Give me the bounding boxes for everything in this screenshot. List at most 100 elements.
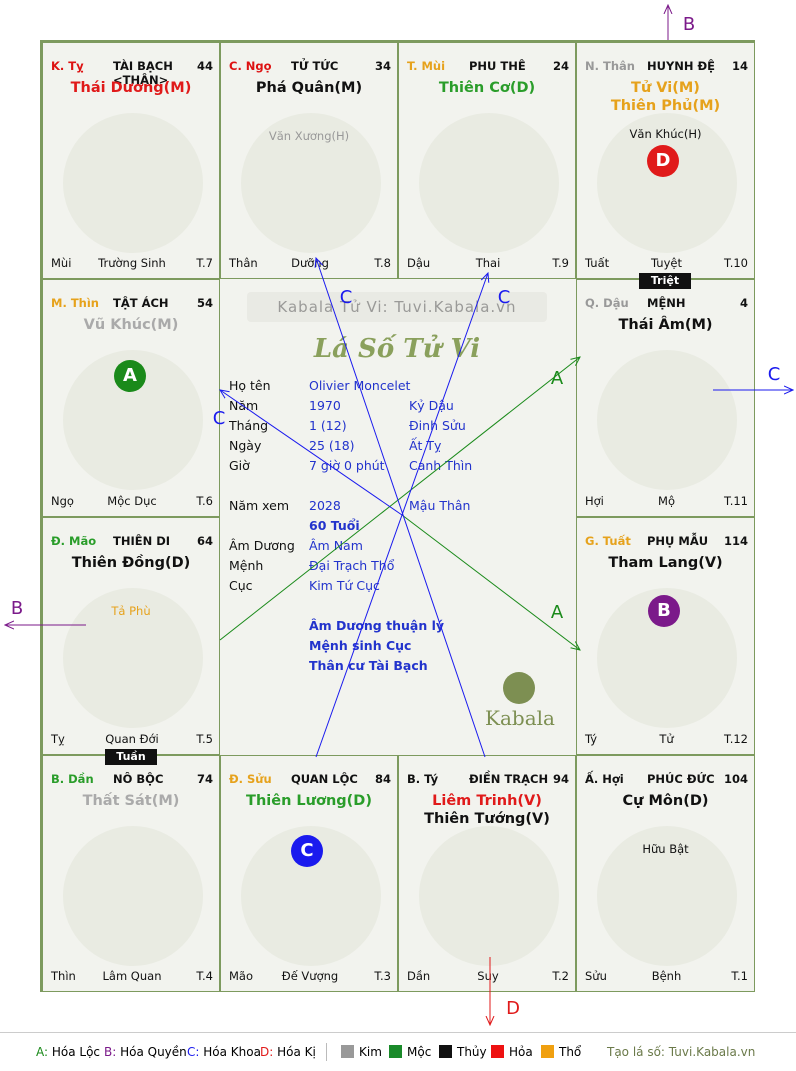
legend-label: Mộc bbox=[407, 1045, 432, 1059]
major-stars: Thiên Cơ(D) bbox=[399, 79, 575, 97]
palace-footer-f1: Hợi bbox=[585, 494, 604, 508]
zodiac-animal-icon bbox=[597, 350, 737, 490]
info-label: Âm Dương bbox=[229, 538, 295, 553]
palace-footer-f3: T.1 bbox=[731, 969, 748, 983]
legend-label: Thủy bbox=[457, 1045, 487, 1059]
color-swatch bbox=[541, 1045, 554, 1058]
major-stars: Phá Quân(M) bbox=[221, 79, 397, 97]
legend-label: Hỏa bbox=[509, 1045, 533, 1059]
palace-footer-f3: T.11 bbox=[724, 494, 748, 508]
info-label: Họ tên bbox=[229, 378, 271, 393]
zodiac-animal-icon bbox=[597, 826, 737, 966]
palace-footer-f3: T.8 bbox=[374, 256, 391, 270]
palace-footer-f1: Mão bbox=[229, 969, 254, 983]
major-stars: Vũ Khúc(M) bbox=[43, 316, 219, 334]
color-swatch bbox=[491, 1045, 504, 1058]
major-stars: Liêm Trinh(V)Thiên Tướng(V) bbox=[399, 792, 575, 828]
legend-element: Mộc bbox=[389, 1045, 431, 1059]
palace-footer-f1: Thìn bbox=[51, 969, 76, 983]
info-value: 1 (12) bbox=[309, 418, 347, 433]
info-label: Năm xem bbox=[229, 498, 290, 513]
palace-branch: Đ. Mão bbox=[51, 534, 97, 548]
palace-footer-f2: Mộc Dục bbox=[107, 494, 157, 508]
zodiac-animal-icon bbox=[63, 826, 203, 966]
major-star: Tham Lang(V) bbox=[608, 555, 723, 571]
transformation-badge-a: A bbox=[114, 360, 146, 392]
palace-branch: Q. Dậu bbox=[585, 296, 629, 310]
major-star: Thiên Tướng(V) bbox=[424, 811, 550, 827]
palace-footer-f2: Thai bbox=[475, 256, 501, 270]
legend-label: Hóa Kị bbox=[277, 1045, 316, 1059]
palace-age: 24 bbox=[552, 59, 569, 73]
major-stars: Tham Lang(V) bbox=[577, 554, 754, 572]
palace-footer: Thìn Lâm Quan T.4 bbox=[51, 969, 213, 983]
major-star: Thái Âm(M) bbox=[618, 317, 713, 333]
palace-age: 104 bbox=[723, 772, 748, 786]
palace-footer-f3: T.4 bbox=[196, 969, 213, 983]
major-stars: Cự Môn(D) bbox=[577, 792, 754, 810]
zodiac-animal-icon bbox=[63, 588, 203, 728]
palace-name: TÀI BẠCH <THÂN> bbox=[113, 59, 173, 87]
zodiac-animal-icon bbox=[419, 826, 559, 966]
palace-branch: B. Dần bbox=[51, 772, 94, 786]
palace-age: 94 bbox=[552, 772, 569, 786]
watermark-text: Kabala Tử Vi: Tuvi.Kabala.vn bbox=[247, 292, 547, 322]
tree-icon bbox=[503, 672, 535, 704]
minor-star: Hữu Bật bbox=[642, 842, 689, 856]
legend-key: D: bbox=[260, 1045, 278, 1059]
info-value: 1970 bbox=[309, 398, 341, 413]
palace-name: TẬT ÁCH bbox=[113, 296, 169, 310]
palace-footer-f3: T.5 bbox=[196, 732, 213, 746]
chart-note: Âm Dương thuận lý bbox=[309, 618, 445, 633]
site-link[interactable]: Tạo lá số: Tuvi.Kabala.vn bbox=[607, 1045, 756, 1059]
zodiac-animal-icon bbox=[419, 113, 559, 253]
info-value: Olivier Moncelet bbox=[309, 378, 411, 393]
palace-footer-f2: Quan Đới bbox=[105, 732, 159, 746]
palace-footer-f1: Ngọ bbox=[51, 494, 74, 508]
major-star: Thái Dương(M) bbox=[70, 80, 192, 96]
color-swatch bbox=[439, 1045, 452, 1058]
zodiac-animal-icon bbox=[241, 113, 381, 253]
legend-element: Hỏa bbox=[491, 1045, 533, 1059]
palace-name: MỆNH bbox=[647, 296, 686, 310]
info-value: Âm Nam bbox=[309, 538, 363, 553]
chart-note: Thân cư Tài Bạch bbox=[309, 658, 428, 673]
palace-footer-f1: Dần bbox=[407, 969, 431, 983]
tuan-tag: Tuần bbox=[105, 749, 157, 765]
legend-label: Thổ bbox=[559, 1045, 582, 1059]
legend-key: A: bbox=[36, 1045, 52, 1059]
info-value: 7 giờ 0 phút bbox=[309, 458, 385, 473]
major-stars: Thái Dương(M) bbox=[43, 79, 219, 97]
major-star: Thiên Cơ(D) bbox=[438, 80, 536, 96]
major-stars: Thất Sát(M) bbox=[43, 792, 219, 810]
color-swatch bbox=[341, 1045, 354, 1058]
major-stars: Thiên Đồng(D) bbox=[43, 554, 219, 572]
info-can-chi: Kỷ Dậu bbox=[409, 398, 454, 413]
info-can-chi: Đinh Sửu bbox=[409, 418, 466, 433]
palace-branch: B. Tý bbox=[407, 772, 439, 786]
palace-footer-f3: T.7 bbox=[196, 256, 213, 270]
palace-name: QUAN LỘC bbox=[291, 772, 358, 786]
palace-age: 114 bbox=[723, 534, 748, 548]
palace-footer-f2: Lâm Quan bbox=[102, 969, 162, 983]
legend-transform: A: Hóa Lộc bbox=[36, 1045, 100, 1059]
palace-footer-f3: T.10 bbox=[724, 256, 748, 270]
palace-name: THIÊN DI bbox=[113, 534, 171, 548]
info-label: Tháng bbox=[229, 418, 269, 433]
kabala-logo: Kabala bbox=[485, 672, 555, 742]
palace-branch: K. Tỵ bbox=[51, 59, 84, 73]
palace-footer-f1: Thân bbox=[229, 256, 258, 270]
